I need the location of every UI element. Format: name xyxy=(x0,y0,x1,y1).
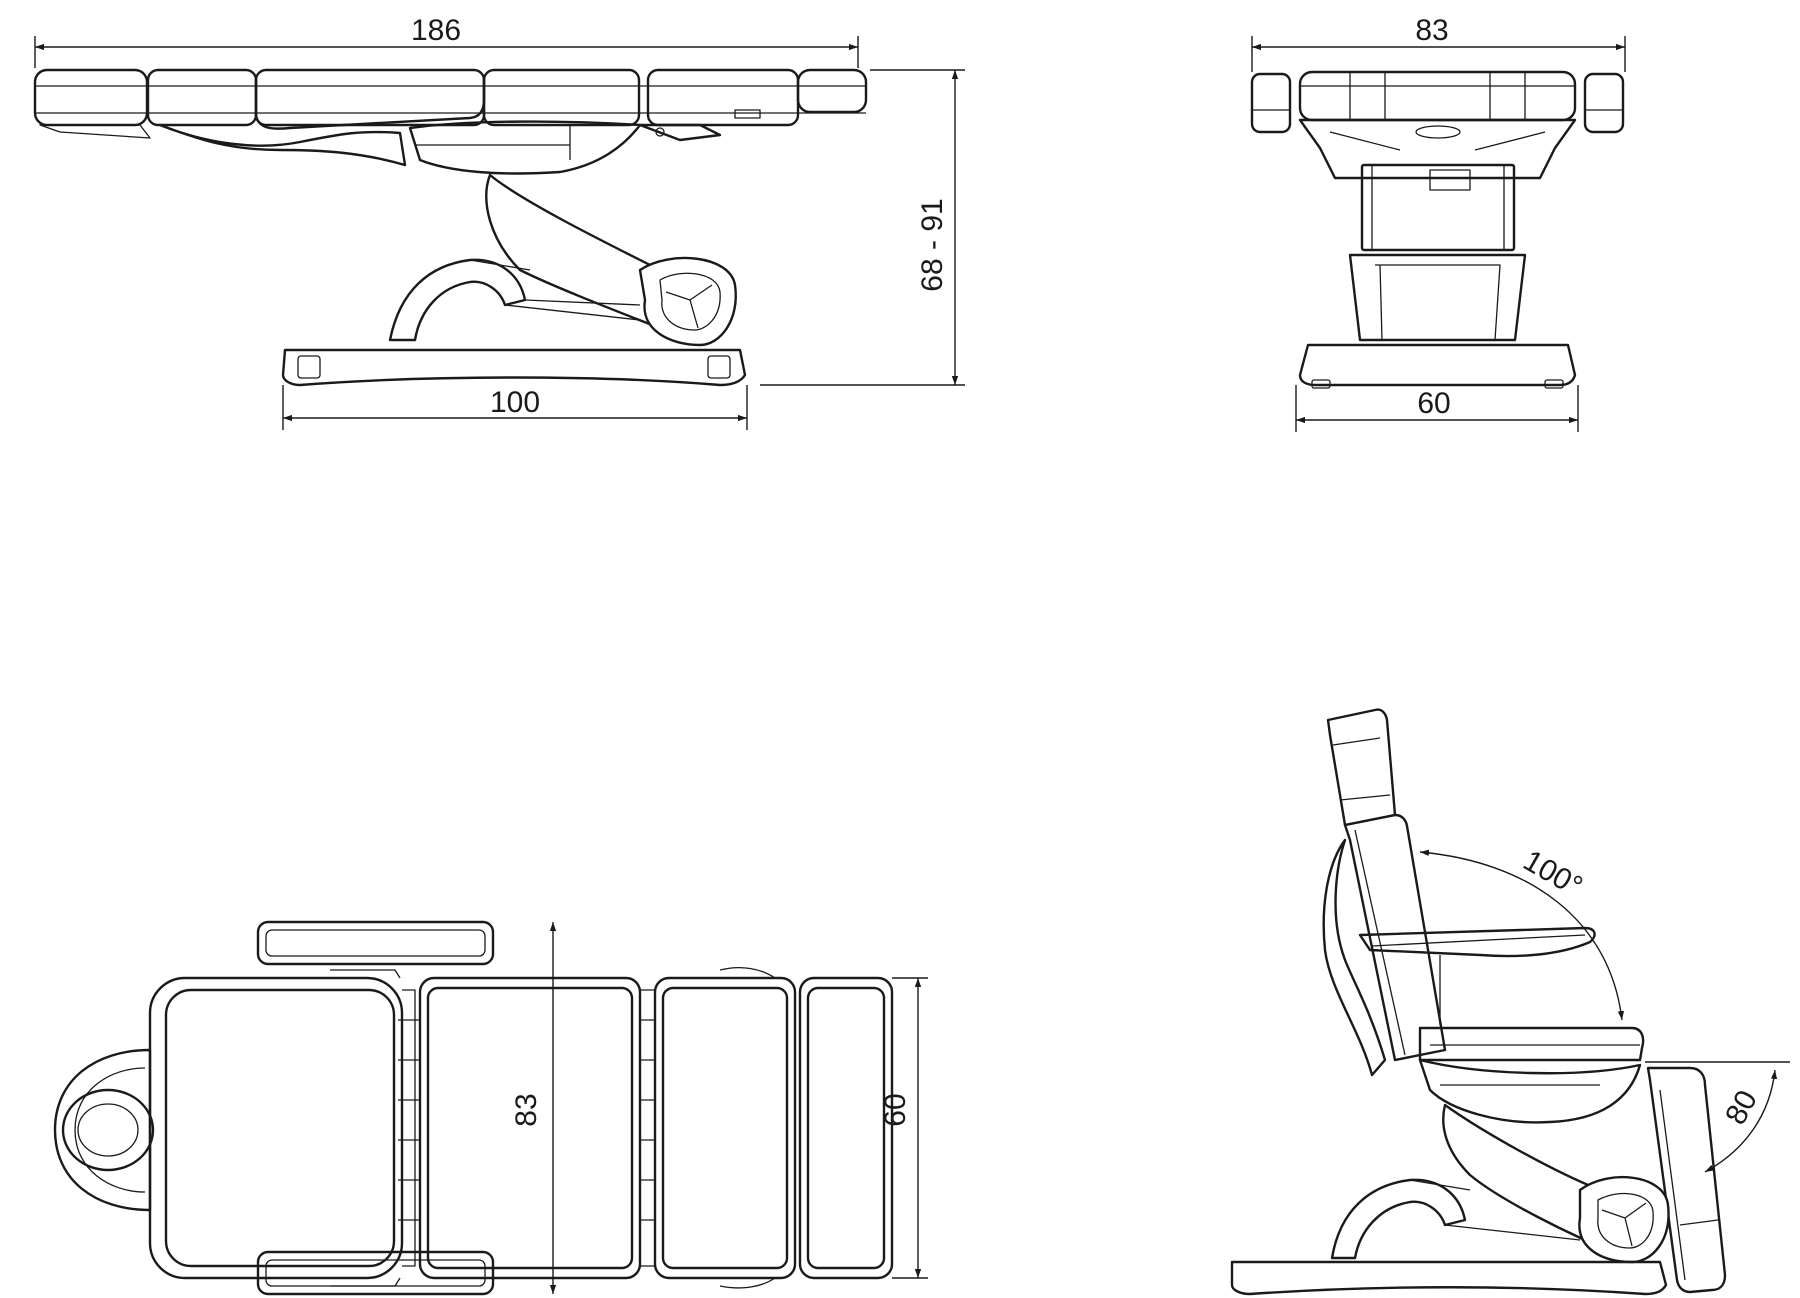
top-view xyxy=(53,920,894,1296)
side-view xyxy=(33,68,868,387)
chair-view xyxy=(1230,708,1727,1296)
dimension-front-width: 83 xyxy=(1251,14,1626,72)
dimension-top-width: 83 xyxy=(510,922,557,1294)
dimension-front-base: 60 xyxy=(1295,385,1579,432)
dimension-60-front-label: 60 xyxy=(1417,387,1450,420)
dimension-top-seat: 60 xyxy=(879,977,928,1279)
dimension-side-length: 186 xyxy=(34,14,859,68)
dimension-83-front-label: 83 xyxy=(1415,14,1448,47)
dimension-100-degree-label: 100° xyxy=(1518,844,1588,904)
front-view xyxy=(1250,70,1625,389)
dimension-83-top-label: 83 xyxy=(510,1093,543,1126)
dimension-side-base: 100 xyxy=(282,385,748,430)
dimension-60-top-label: 60 xyxy=(879,1093,912,1126)
dimension-68-91-label: 68 - 91 xyxy=(916,198,949,291)
dimension-side-height: 68 - 91 xyxy=(760,69,965,386)
dimension-100-label: 100 xyxy=(490,386,540,419)
dimension-186-label: 186 xyxy=(411,14,461,47)
dimension-leg-angle: 80 xyxy=(1645,1061,1790,1173)
